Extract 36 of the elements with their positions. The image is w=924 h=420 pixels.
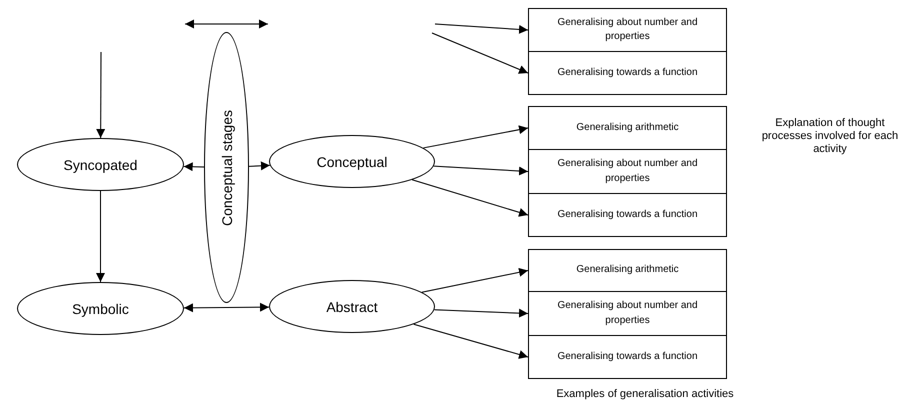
node-label: Symbolic [72, 300, 129, 316]
activity-box [528, 291, 727, 336]
arrow [183, 302, 270, 312]
note-text: Examples of generalisation activities [555, 388, 735, 402]
node-label: Generalising about number and properties [556, 299, 699, 328]
arrow [96, 190, 105, 282]
arrow [412, 179, 528, 217]
arrow [433, 166, 528, 176]
node-label: Abstract [326, 298, 378, 314]
note-text: Explanation of thought processes involved for each activity [760, 117, 900, 157]
arrow [413, 324, 528, 359]
activity-box [528, 149, 727, 194]
arrow [248, 161, 270, 170]
node-label: Generalising about number and properties [556, 157, 699, 186]
node-label: Generalising about number and properties [556, 16, 699, 44]
activity-box [528, 51, 727, 95]
node-label: Conceptual [316, 154, 388, 170]
node-label: Conceptual stages [218, 110, 234, 226]
node-label: Generalising towards a function [557, 208, 698, 222]
node-label: Generalising towards a function [557, 66, 698, 80]
activity-box [528, 193, 727, 237]
node-label: Generalising arithmetic [576, 263, 679, 278]
arrow [96, 52, 106, 138]
arrow [434, 24, 528, 34]
arrow [183, 162, 204, 172]
arrow [422, 125, 528, 148]
node-label: Generalising towards a function [557, 350, 698, 364]
arrow [421, 268, 528, 293]
activity-box [528, 8, 727, 52]
activity-box [528, 249, 727, 292]
node-label: Generalising arithmetic [576, 120, 679, 135]
node-label: Syncopated [64, 156, 138, 172]
arrow [434, 308, 528, 318]
activity-box [528, 106, 727, 150]
activity-box [528, 335, 727, 379]
arrow [432, 32, 528, 74]
